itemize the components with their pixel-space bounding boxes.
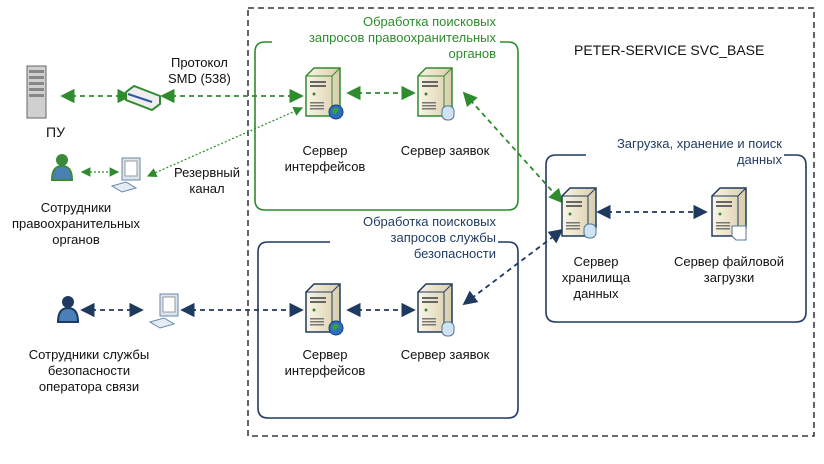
protocol-label: Протокол SMD (538) bbox=[168, 55, 231, 86]
law-interface-server-icon bbox=[305, 67, 344, 120]
law-staff-label: Сотрудники правоохранительных органов bbox=[12, 200, 140, 247]
group-box-security bbox=[257, 241, 519, 419]
storage-group-title: Загрузка, хранение и поиск данных bbox=[616, 136, 782, 167]
pu-label: ПУ bbox=[46, 124, 65, 140]
law-pc-icon bbox=[110, 157, 141, 193]
reserve-channel-label: Резервный канал bbox=[174, 165, 241, 196]
law-user-icon bbox=[50, 154, 74, 181]
storage-server-label: Сервер хранилища данных bbox=[561, 254, 631, 301]
law-group-title: Обработка поисковых запросов правоохрани… bbox=[308, 14, 496, 61]
file-upload-server-icon bbox=[711, 187, 747, 241]
system-boundary bbox=[247, 7, 815, 437]
security-interface-server-label: Сервер интерфейсов bbox=[284, 347, 366, 378]
network-switch-icon bbox=[125, 84, 161, 112]
security-pc-icon bbox=[148, 293, 179, 329]
link-law-request-storage bbox=[462, 91, 564, 204]
file-upload-server-label: Сервер файловой загрузки bbox=[673, 254, 785, 285]
security-user-icon bbox=[56, 296, 80, 323]
link-reserve-channel bbox=[146, 107, 304, 177]
security-group-title: Обработка поисковых запросов службы безо… bbox=[362, 214, 496, 261]
pu-tower-icon bbox=[26, 65, 47, 119]
system-title: PETER-SERVICE SVC_BASE bbox=[574, 42, 765, 58]
security-staff-label: Сотрудники службы безопасности оператора… bbox=[28, 347, 150, 394]
security-request-server-icon bbox=[417, 283, 455, 337]
law-request-server-label: Сервер заявок bbox=[400, 143, 490, 158]
security-interface-server-icon bbox=[305, 283, 344, 336]
security-request-server-label: Сервер заявок bbox=[400, 347, 490, 362]
storage-server-icon bbox=[561, 187, 597, 239]
link-sec-request-storage bbox=[462, 228, 564, 306]
law-interface-server-label: Сервер интерфейсов bbox=[284, 143, 366, 174]
law-request-server-icon bbox=[417, 67, 455, 121]
group-box-law-enforcement bbox=[254, 41, 519, 211]
